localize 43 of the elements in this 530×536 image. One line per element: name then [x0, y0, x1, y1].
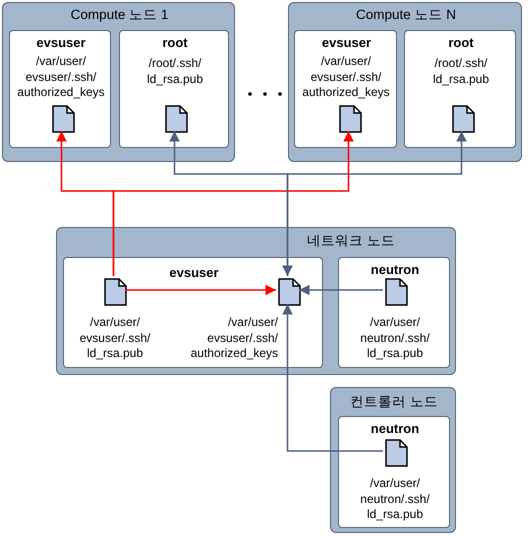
document-icon — [165, 105, 188, 133]
arrow — [125, 284, 276, 296]
document-icon — [52, 105, 75, 133]
host-panel — [56, 227, 456, 375]
user-panel — [294, 30, 397, 148]
host-title: 네트워크 노드 — [306, 233, 396, 249]
arrow — [112, 131, 354, 276]
host-title: 컨트롤러 노드 — [349, 394, 439, 410]
arrow — [282, 131, 467, 276]
host-panel — [330, 387, 456, 533]
file-path: /var/user/neutron/.ssh/ld_rsa.pub — [359, 476, 431, 522]
user-panel — [63, 257, 323, 368]
document-icon — [278, 278, 301, 306]
document-icon — [385, 278, 408, 306]
host-title: Compute 노드 1 — [70, 7, 170, 23]
user-name: root — [447, 35, 475, 51]
user-name: evsuser — [168, 265, 220, 281]
file-path: /var/user/evsuser/.ssh/authorized_keys — [301, 54, 391, 100]
arrow — [282, 304, 383, 452]
file-path: /var/user/evsuser/.ssh/authorized_keys — [190, 315, 278, 362]
arrow — [299, 284, 383, 296]
host-panel — [288, 2, 522, 162]
document-icon — [104, 278, 127, 306]
file-path: /root/.ssh/ld_rsa.pub — [146, 56, 204, 87]
user-name: evsuser — [320, 35, 372, 51]
file-path: /var/user/evsuser/.ssh/ld_rsa.pub — [78, 315, 152, 362]
document-icon — [385, 439, 408, 467]
user-name: root — [161, 35, 189, 51]
file-path: /var/user/evsuser/.ssh/authorized_keys — [16, 54, 106, 100]
host-title: Compute 노드 N — [354, 7, 458, 23]
document-icon — [452, 105, 475, 133]
file-path: /var/user/neutron/.ssh/ld_rsa.pub — [359, 315, 431, 362]
file-path: /root/.ssh/ld_rsa.pub — [432, 56, 490, 87]
user-panel — [9, 30, 111, 148]
user-panel — [338, 257, 450, 368]
user-panel — [119, 30, 229, 148]
user-name: neutron — [370, 421, 420, 437]
document-icon — [339, 105, 362, 133]
host-panel — [2, 2, 235, 162]
user-panel — [404, 30, 516, 148]
user-name: neutron — [370, 262, 420, 278]
user-name: evsuser — [35, 35, 87, 51]
user-panel — [338, 416, 450, 528]
